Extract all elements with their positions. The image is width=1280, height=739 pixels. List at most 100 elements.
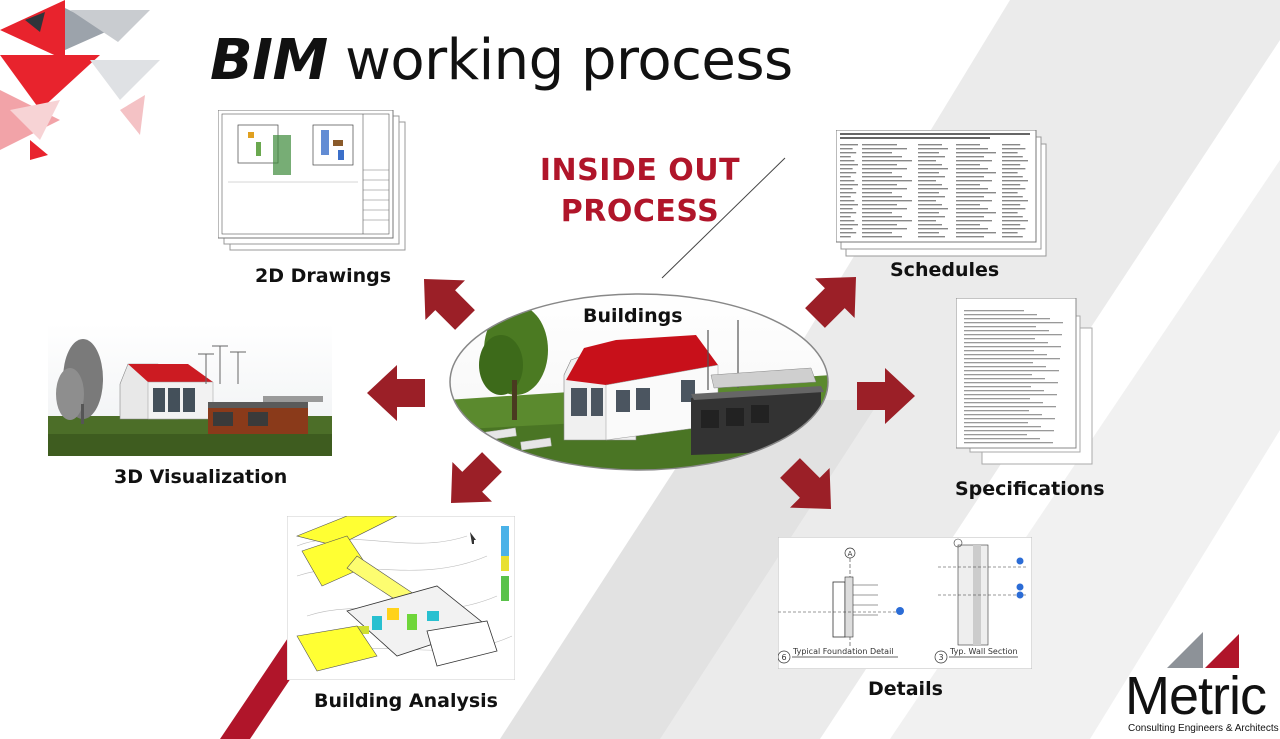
schedule-row-line	[840, 160, 855, 162]
spec-text-line	[964, 326, 1036, 328]
metric-logo-mark	[1167, 632, 1239, 668]
label-3d-visualization: 3D Visualization	[114, 466, 288, 488]
schedule-row-line	[956, 236, 984, 238]
spec-text-line	[964, 442, 1053, 444]
spec-text-line	[964, 314, 1037, 316]
schedule-row-line	[862, 180, 912, 182]
spec-text-line	[964, 322, 1063, 324]
schedule-row-line	[956, 160, 992, 162]
schedule-row-line	[918, 172, 939, 174]
spec-text-line	[964, 350, 1034, 352]
schedule-row-line	[956, 156, 984, 158]
schedule-row-line	[862, 236, 902, 238]
spec-text-line	[964, 410, 1029, 412]
schedule-row-line	[956, 200, 992, 202]
schedule-row-line	[1002, 160, 1028, 162]
label-building-analysis: Building Analysis	[314, 690, 498, 712]
schedule-row-line	[862, 196, 902, 198]
schedule-row-line	[918, 184, 942, 186]
schedule-row-line	[1002, 192, 1018, 194]
spec-text-line	[964, 362, 1033, 364]
schedule-row-line	[840, 180, 855, 182]
spec-text-line	[964, 354, 1047, 356]
spec-text-line	[964, 406, 1056, 408]
spec-text-line	[964, 378, 1045, 380]
schedule-row-line	[1002, 208, 1026, 210]
spec-text-line	[964, 382, 1058, 384]
schedule-row-line	[862, 160, 912, 162]
schedule-row-line	[840, 200, 855, 202]
schedule-row-line	[918, 156, 945, 158]
schedule-row-line	[1002, 228, 1026, 230]
schedule-row-line	[956, 148, 988, 150]
spec-text-line	[964, 334, 1062, 336]
schedule-row-line	[918, 236, 945, 238]
brand-name: Metric	[1125, 666, 1267, 726]
schedule-row-line	[862, 212, 892, 214]
schedule-row-line	[862, 232, 892, 234]
detail-2-caption: Typ. Wall Section	[949, 647, 1018, 656]
schedule-row-line	[1002, 216, 1023, 218]
arrow-to-specifications	[857, 368, 915, 424]
label-schedules: Schedules	[890, 259, 1000, 281]
spec-text-line	[964, 434, 1027, 436]
inside-out-heading: INSIDE OUT PROCESS	[535, 150, 745, 232]
schedule-row-line	[840, 208, 853, 210]
schedule-row-line	[956, 224, 980, 226]
schedule-row-line	[862, 204, 897, 206]
schedule-row-line	[862, 184, 897, 186]
spec-text-line	[964, 346, 1061, 348]
schedule-row-line	[840, 184, 858, 186]
page-title: BIM working process	[210, 28, 793, 93]
schedule-row-line	[862, 200, 912, 202]
schedule-row-line	[956, 176, 984, 178]
schedule-row-line	[956, 172, 996, 174]
schedule-row-line	[862, 224, 897, 226]
schedule-row-line	[918, 164, 942, 166]
schedule-row-line	[918, 188, 948, 190]
spec-text-line	[964, 342, 1048, 344]
schedule-row-line	[862, 220, 912, 222]
schedule-row-line	[918, 148, 948, 150]
visualization-image	[48, 324, 332, 456]
schedule-row-line	[862, 216, 902, 218]
schedule-row-line	[1002, 224, 1021, 226]
schedule-row-line	[840, 176, 851, 178]
schedule-row-line	[840, 224, 858, 226]
spec-text-line	[964, 318, 1050, 320]
schedule-row-line	[956, 184, 980, 186]
schedule-row-line	[1002, 156, 1023, 158]
schedule-row-line	[840, 204, 858, 206]
schedule-row-line	[918, 196, 945, 198]
schedule-row-line	[956, 208, 988, 210]
schedule-row-line	[918, 152, 939, 154]
detail-1-caption: Typical Foundation Detail	[792, 647, 894, 656]
schedule-row-line	[918, 144, 942, 146]
inside-out-line1: INSIDE OUT	[539, 153, 741, 188]
schedule-row-line	[862, 192, 892, 194]
arrow-to-building-analysis	[431, 442, 512, 523]
brand-tagline: Consulting Engineers & Architects	[1128, 723, 1279, 734]
schedule-row-line	[862, 152, 892, 154]
spec-text-line	[964, 414, 1042, 416]
schedules-image	[836, 130, 1047, 257]
schedule-row-line	[918, 208, 948, 210]
schedule-row-line	[1002, 236, 1023, 238]
schedule-row-line	[956, 204, 980, 206]
spec-text-line	[964, 418, 1055, 420]
schedule-row-line	[956, 152, 996, 154]
arrow-to-3d-visualization	[367, 365, 425, 421]
label-specifications: Specifications	[955, 478, 1105, 500]
arrow-to-details	[770, 448, 851, 529]
schedule-row-line	[918, 192, 939, 194]
schedule-row-line	[918, 212, 939, 214]
schedule-row-line	[956, 196, 984, 198]
schedule-row-line	[918, 232, 939, 234]
schedule-row-line	[1002, 148, 1026, 150]
schedule-row-line	[1002, 144, 1021, 146]
spec-text-line	[964, 394, 1057, 396]
spec-text-line	[964, 402, 1043, 404]
schedule-row-line	[862, 156, 902, 158]
spec-text-line	[964, 374, 1032, 376]
